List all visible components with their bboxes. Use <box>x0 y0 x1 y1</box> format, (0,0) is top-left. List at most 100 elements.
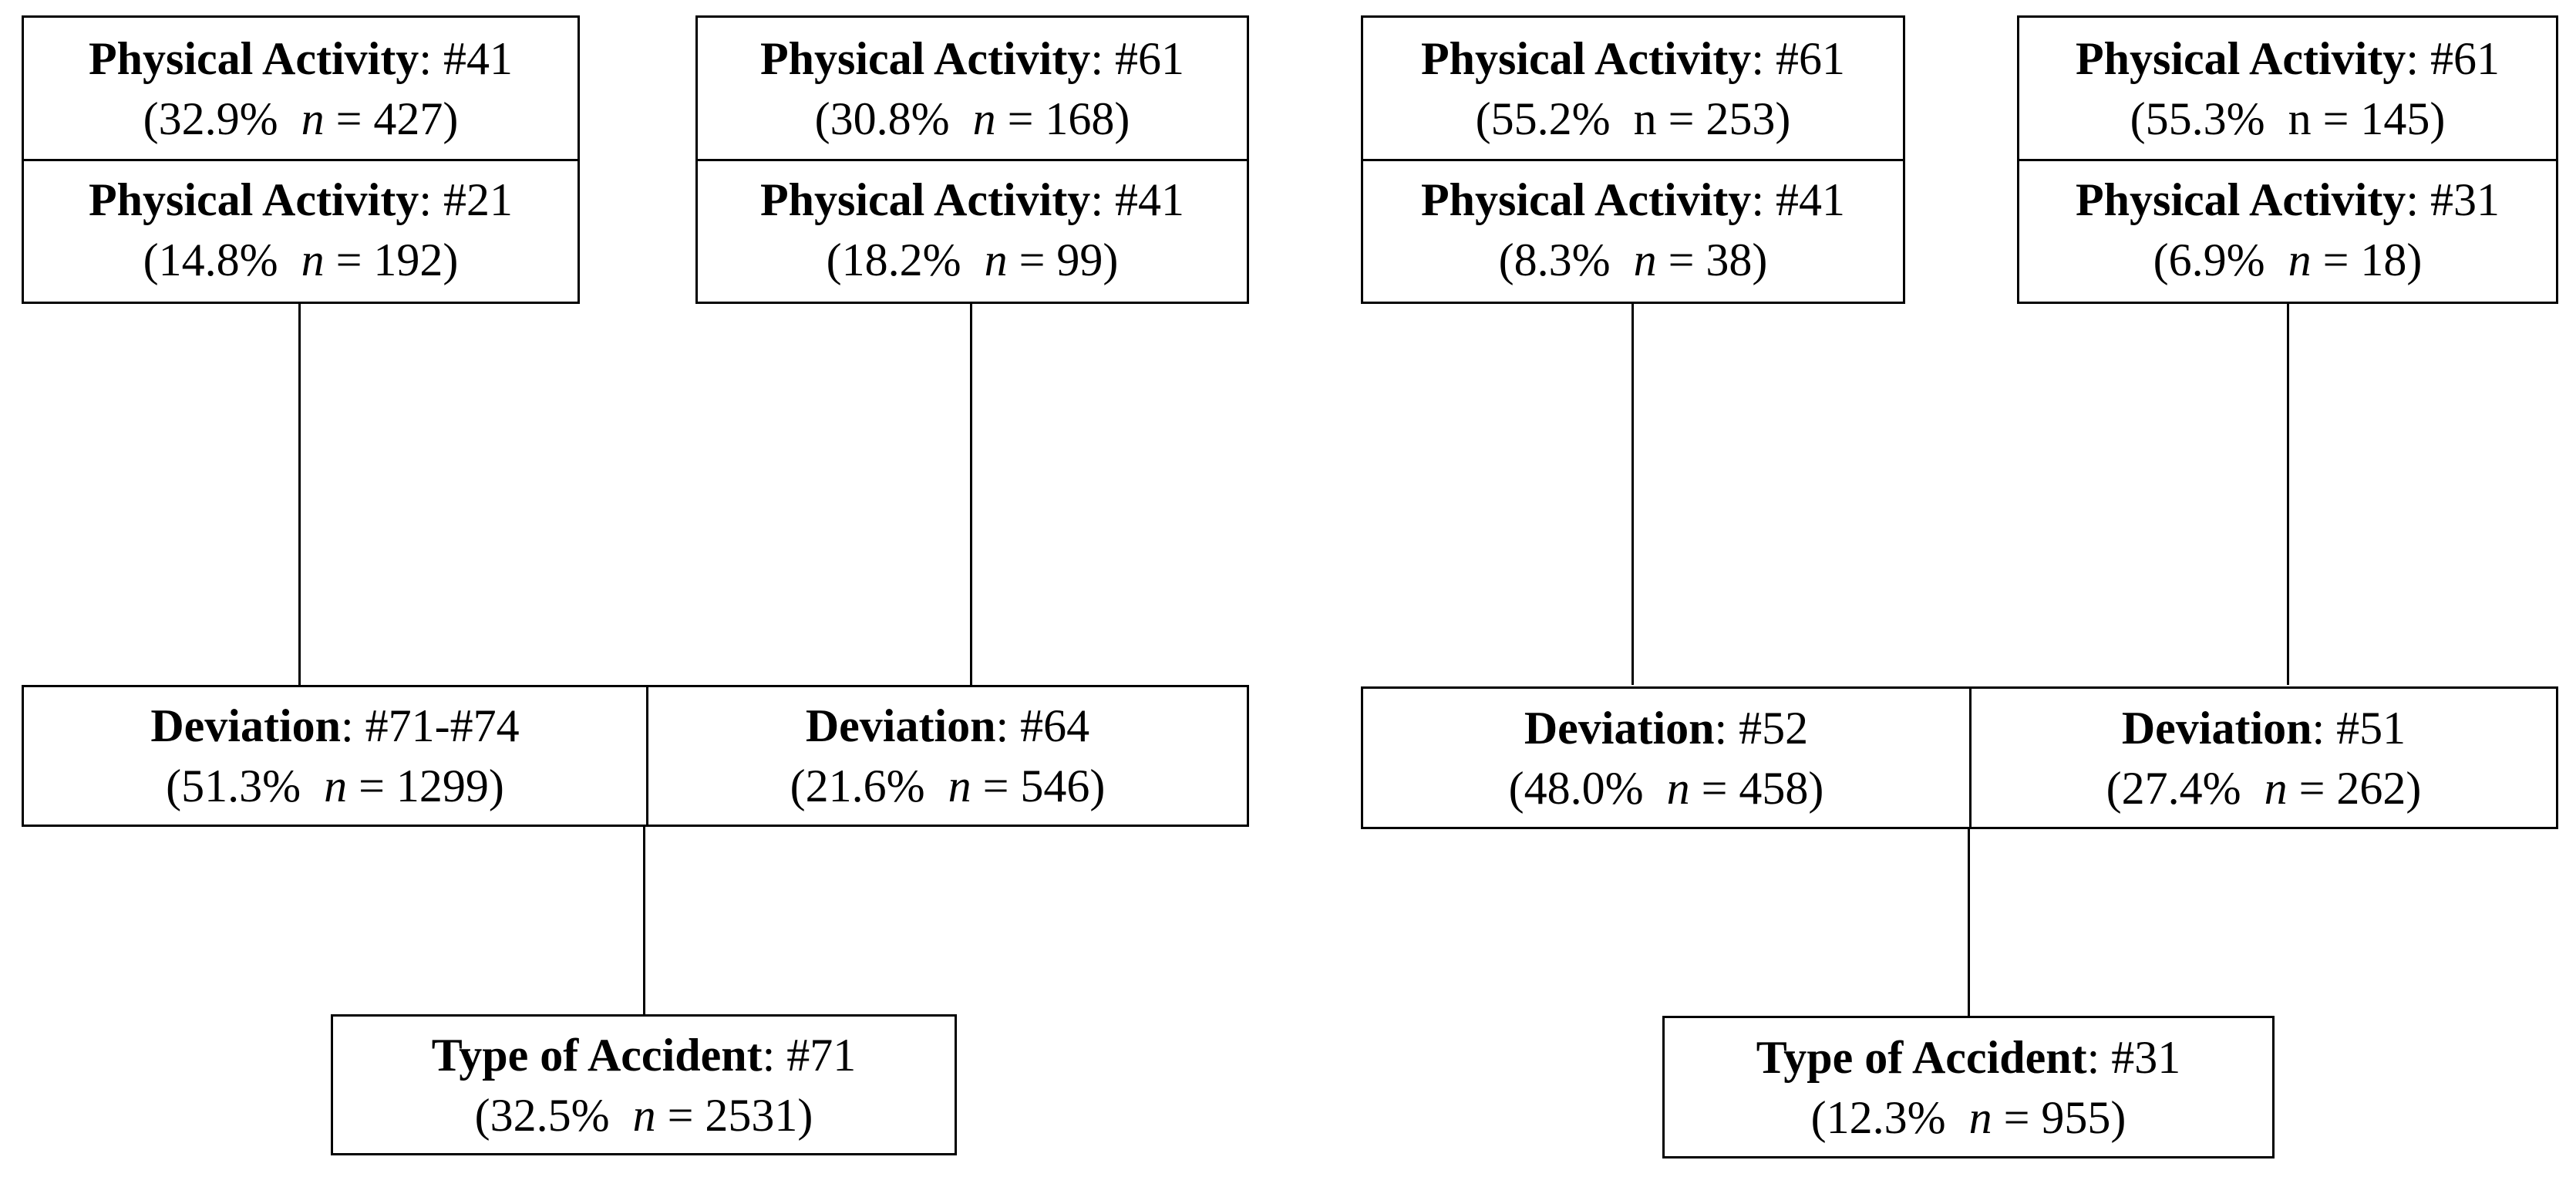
node-code: : #41 <box>1751 174 1845 225</box>
node-n-symbol: n <box>972 93 996 144</box>
connector-line <box>298 304 301 685</box>
connector-line <box>2287 304 2289 685</box>
node-percent: (6.9% <box>2153 234 2265 285</box>
right-deviation-a: Deviation: #52 (48.0% n = 458) <box>1363 689 1972 827</box>
node-title: Physical Activity: #61 <box>1421 29 1845 89</box>
node-n-symbol: n <box>301 93 325 144</box>
left-activity-b-second: Physical Activity: #41 (18.2% n = 99) <box>698 159 1247 298</box>
left-activity-box-b: Physical Activity: #61 (30.8% n = 168) P… <box>695 15 1249 304</box>
node-label: Type of Accident <box>1756 1031 2087 1083</box>
node-label: Type of Accident <box>431 1029 763 1081</box>
node-n-symbol: n <box>1666 762 1690 814</box>
node-code: : #71-#74 <box>341 700 520 751</box>
node-n-symbol: n <box>2288 234 2312 285</box>
left-deviation-b: Deviation: #64 (21.6% n = 546) <box>648 687 1247 825</box>
node-percent: (27.4% <box>2106 762 2241 814</box>
left-accident-node: Type of Accident: #71 (32.5% n = 2531) <box>333 1017 955 1153</box>
node-n-symbol: n <box>1633 234 1657 285</box>
node-code: : #41 <box>419 32 513 84</box>
right-activity-a-second: Physical Activity: #41 (8.3% n = 38) <box>1363 159 1903 298</box>
right-activity-box-b: Physical Activity: #61 (55.3% n = 145) P… <box>2017 15 2558 304</box>
node-label: Physical Activity <box>2076 174 2406 225</box>
node-stats: (6.9% n = 18) <box>2153 230 2423 290</box>
connector-line <box>970 304 972 685</box>
node-n-value: = 546) <box>971 760 1106 811</box>
node-stats: (51.3% n = 1299) <box>166 756 504 816</box>
node-n-value: = 253) <box>1656 93 1791 144</box>
node-n-value: = 1299) <box>347 760 504 811</box>
node-n-symbol: n <box>1968 1091 1992 1143</box>
node-n-value: = 2531) <box>655 1089 813 1141</box>
node-stats: (12.3% n = 955) <box>1811 1088 2126 1148</box>
right-activity-b-second: Physical Activity: #31 (6.9% n = 18) <box>2019 159 2556 298</box>
node-code: : #61 <box>2406 32 2500 84</box>
node-stats: (32.5% n = 2531) <box>475 1085 813 1145</box>
node-n-value: = 145) <box>2311 93 2446 144</box>
left-deviation-a: Deviation: #71-#74 (51.3% n = 1299) <box>24 687 648 825</box>
right-accident-box: Type of Accident: #31 (12.3% n = 955) <box>1662 1016 2275 1158</box>
node-stats: (55.3% n = 145) <box>2130 89 2446 149</box>
node-stats: (18.2% n = 99) <box>827 230 1119 290</box>
node-label: Physical Activity <box>1421 174 1752 225</box>
node-stats: (48.0% n = 458) <box>1509 758 1824 818</box>
node-percent: (55.3% <box>2130 93 2265 144</box>
right-activity-b-first: Physical Activity: #61 (55.3% n = 145) <box>2019 18 2556 159</box>
node-stats: (21.6% n = 546) <box>790 756 1106 816</box>
node-n-value: = 192) <box>324 234 459 285</box>
node-code: : #64 <box>995 700 1090 751</box>
node-title: Physical Activity: #31 <box>2076 170 2500 230</box>
node-title: Physical Activity: #61 <box>2076 29 2500 89</box>
node-n-symbol: n <box>2264 762 2288 814</box>
node-percent: (30.8% <box>814 93 950 144</box>
node-title: Deviation: #51 <box>2122 698 2406 758</box>
node-stats: (30.8% n = 168) <box>815 89 1130 149</box>
node-percent: (55.2% <box>1475 93 1611 144</box>
node-n-symbol: n <box>632 1089 656 1141</box>
node-percent: (8.3% <box>1498 234 1611 285</box>
node-percent: (21.6% <box>790 760 925 811</box>
node-title: Deviation: #64 <box>806 696 1089 756</box>
left-activity-b-first: Physical Activity: #61 (30.8% n = 168) <box>698 18 1247 159</box>
left-activity-box-a: Physical Activity: #41 (32.9% n = 427) P… <box>22 15 580 304</box>
node-title: Physical Activity: #41 <box>89 29 513 89</box>
node-n-value: = 18) <box>2311 234 2423 285</box>
node-code: : #71 <box>762 1029 857 1081</box>
node-title: Physical Activity: #41 <box>760 170 1184 230</box>
node-title: Type of Accident: #31 <box>1756 1027 2181 1088</box>
node-n-symbol: n <box>984 234 1008 285</box>
node-n-value: = 38) <box>1656 234 1768 285</box>
node-percent: (12.3% <box>1810 1091 1946 1143</box>
node-title: Type of Accident: #71 <box>432 1025 857 1085</box>
node-stats: (32.9% n = 427) <box>143 89 459 149</box>
right-deviation-box: Deviation: #52 (48.0% n = 458) Deviation… <box>1361 686 2558 829</box>
connector-line <box>1968 829 1970 1016</box>
node-stats: (55.2% n = 253) <box>1476 89 1791 149</box>
left-deviation-box: Deviation: #71-#74 (51.3% n = 1299) Devi… <box>22 685 1249 827</box>
right-deviation-b: Deviation: #51 (27.4% n = 262) <box>1972 689 2556 827</box>
node-percent: (32.9% <box>143 93 278 144</box>
node-label: Physical Activity <box>760 174 1091 225</box>
node-percent: (32.5% <box>474 1089 610 1141</box>
node-label: Deviation <box>805 700 996 751</box>
node-label: Deviation <box>2121 702 2312 754</box>
node-percent: (14.8% <box>143 234 278 285</box>
node-n-value: = 168) <box>995 93 1130 144</box>
node-label: Physical Activity <box>89 174 419 225</box>
node-stats: (27.4% n = 262) <box>2106 758 2422 818</box>
node-code: : #61 <box>1751 32 1845 84</box>
right-activity-a-first: Physical Activity: #61 (55.2% n = 253) <box>1363 18 1903 159</box>
node-label: Physical Activity <box>2076 32 2406 84</box>
node-title: Deviation: #71-#74 <box>150 696 519 756</box>
node-label: Physical Activity <box>760 32 1091 84</box>
node-n-value: = 458) <box>1689 762 1824 814</box>
node-title: Deviation: #52 <box>1524 698 1808 758</box>
node-label: Deviation <box>150 700 341 751</box>
node-percent: (18.2% <box>826 234 961 285</box>
node-n-symbol: n <box>324 760 348 811</box>
node-n-symbol: n <box>301 234 325 285</box>
left-accident-box: Type of Accident: #71 (32.5% n = 2531) <box>331 1014 957 1155</box>
node-code: : #31 <box>2086 1031 2181 1083</box>
node-percent: (51.3% <box>166 760 301 811</box>
connector-line <box>1631 304 1634 685</box>
